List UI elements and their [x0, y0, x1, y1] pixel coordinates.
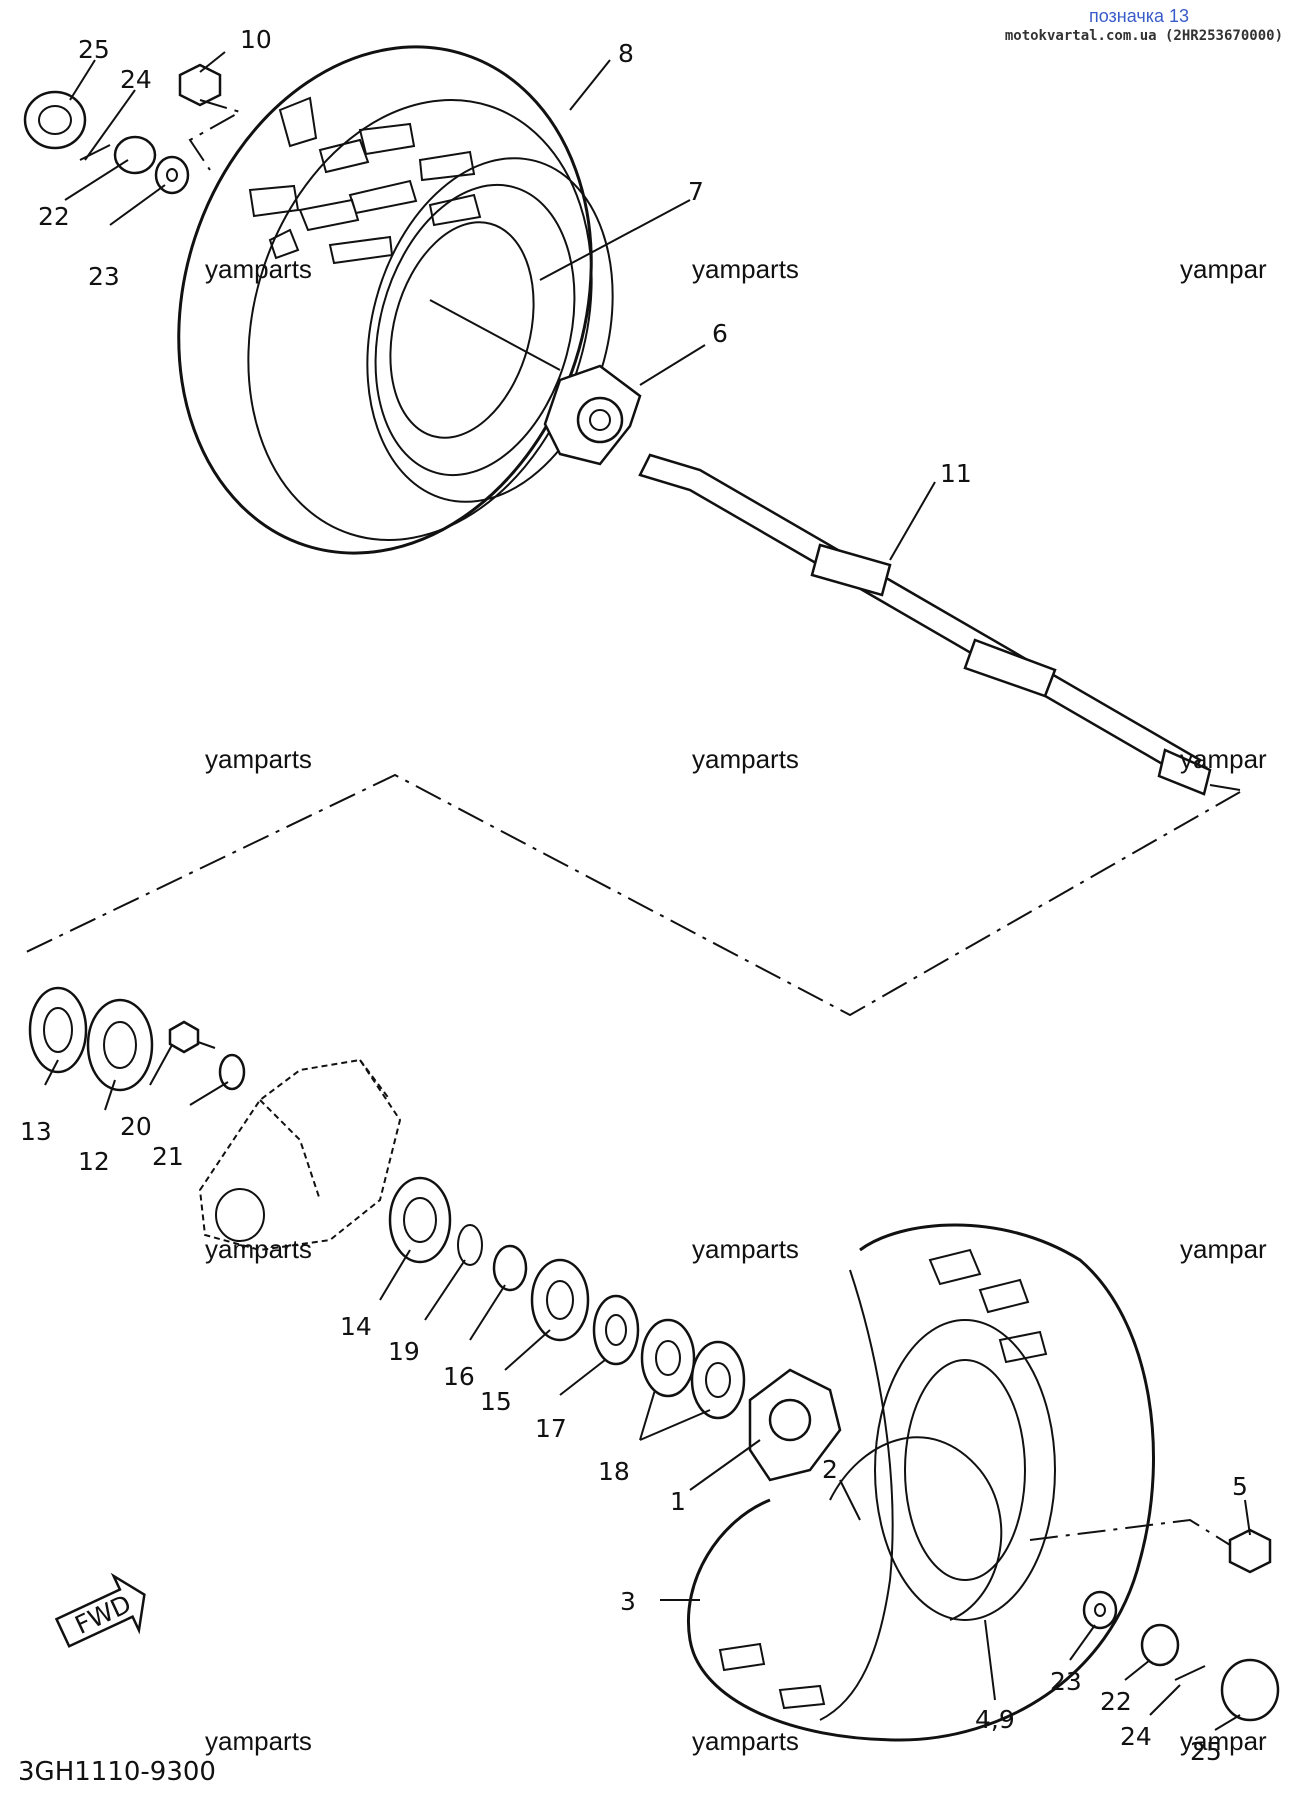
watermark: yamparts [205, 1726, 312, 1756]
watermark: yamparts [205, 1234, 312, 1264]
callout-5: 5 [1232, 1472, 1248, 1501]
callout-19: 19 [388, 1337, 420, 1366]
callout-4-9: 4,9 [975, 1705, 1015, 1734]
callout-8: 8 [618, 39, 634, 68]
lower-small-parts[interactable] [1029, 1518, 1280, 1722]
callout-10: 10 [240, 25, 272, 54]
watermarks: yamparts yamparts yampar yamparts yampar… [205, 254, 1267, 1756]
lower-bearings-left[interactable] [28, 986, 246, 1092]
watermark: yampar [1180, 254, 1267, 284]
callout-22-lower: 22 [1100, 1687, 1132, 1716]
watermark: yamparts [692, 744, 799, 774]
page-label: позначка 13 [1088, 6, 1189, 26]
callout-20: 20 [120, 1112, 152, 1141]
callout-11: 11 [940, 459, 972, 488]
callout-14: 14 [340, 1312, 372, 1341]
callout-12: 12 [78, 1147, 110, 1176]
callout-3: 3 [620, 1587, 636, 1616]
callout-25: 25 [78, 35, 110, 64]
callout-16: 16 [443, 1362, 475, 1391]
callout-17: 17 [535, 1414, 567, 1443]
callout-15: 15 [480, 1387, 512, 1416]
callout-23: 23 [88, 262, 120, 291]
upper-tire[interactable] [115, 0, 655, 607]
watermark: yampar [1180, 744, 1267, 774]
source-label: motokvartal.com.ua (2HR253670000) [1004, 28, 1283, 44]
upper-hub[interactable] [543, 364, 642, 466]
lower-bearings-seals[interactable] [388, 1176, 746, 1420]
knuckle-housing[interactable] [198, 1058, 402, 1252]
watermark: yamparts [692, 1726, 799, 1756]
callout-13: 13 [20, 1117, 52, 1146]
leader-lines [44, 51, 1251, 1731]
callout-25-lower: 25 [1190, 1737, 1222, 1766]
watermark: yamparts [205, 744, 312, 774]
upper-rim[interactable] [331, 130, 650, 529]
watermark: yamparts [692, 1234, 799, 1264]
lower-hub[interactable] [748, 1368, 842, 1482]
rear-axle[interactable] [638, 453, 1241, 796]
callout-7: 7 [688, 177, 704, 206]
callout-1: 1 [670, 1487, 686, 1516]
diagram-code: 3GH1110-9300 [18, 1757, 216, 1787]
callout-24-lower: 24 [1120, 1722, 1152, 1751]
callout-2: 2 [822, 1455, 838, 1484]
assembly-guide-line [19, 773, 1241, 1017]
callout-18: 18 [598, 1457, 630, 1486]
callout-6: 6 [712, 319, 728, 348]
watermark: yamparts [692, 254, 799, 284]
upper-small-parts[interactable] [23, 63, 243, 195]
fwd-arrow-icon: FWD [54, 1572, 146, 1648]
watermark: yamparts [205, 254, 312, 284]
callouts: 25 24 10 22 23 8 7 6 11 13 12 20 21 14 1… [20, 25, 1248, 1766]
callout-24: 24 [120, 65, 152, 94]
watermark: yampar [1180, 1726, 1267, 1756]
lower-wheel[interactable] [687, 1223, 1155, 1742]
watermark: yampar [1180, 1234, 1267, 1264]
callout-22: 22 [38, 202, 70, 231]
callout-21: 21 [152, 1142, 184, 1171]
callout-23-lower: 23 [1050, 1667, 1082, 1696]
